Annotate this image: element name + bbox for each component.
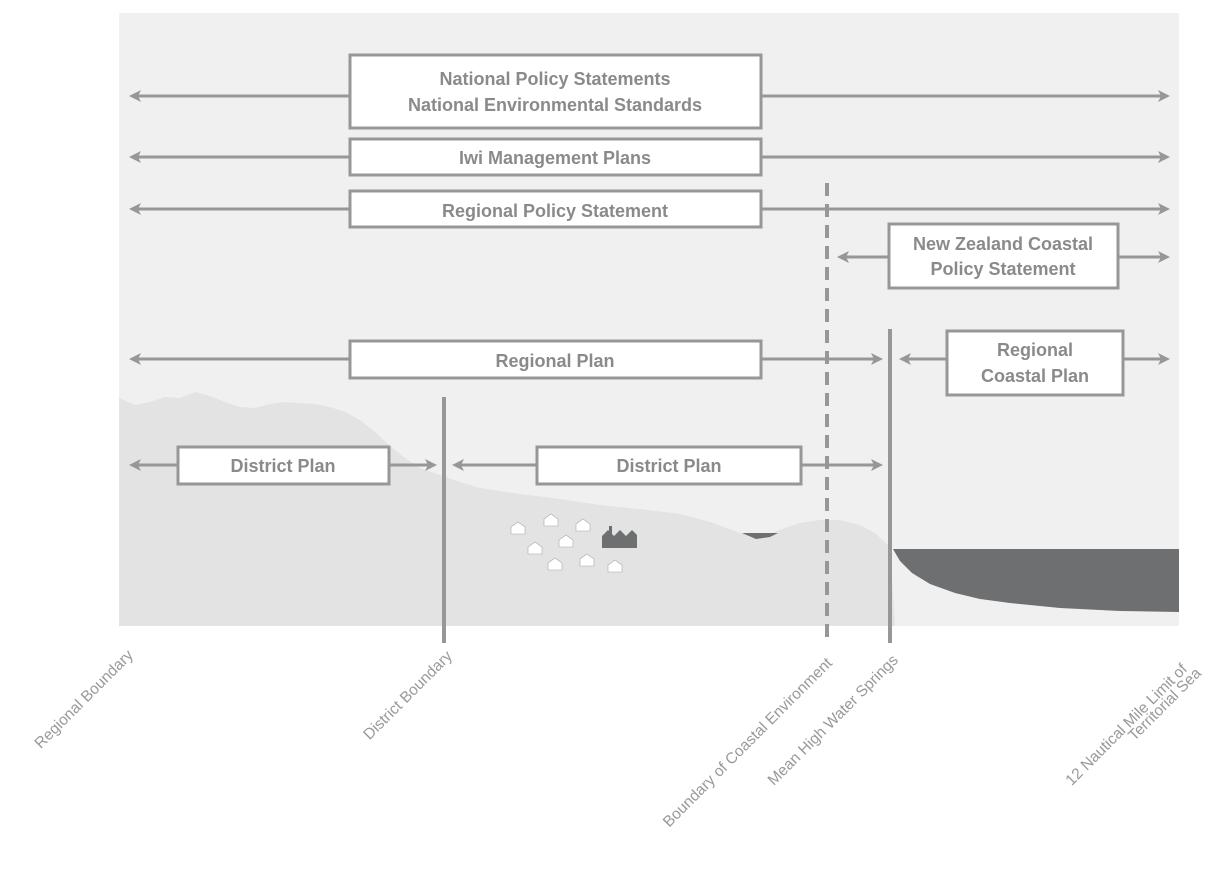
sea-area <box>893 549 1179 612</box>
boundary-labels: Regional Boundary District Boundary Boun… <box>32 647 1206 831</box>
iwi-management-label: Iwi Management Plans <box>459 148 651 168</box>
house-icon <box>510 521 526 535</box>
house-icon-group <box>510 513 623 573</box>
factory-icon <box>602 526 637 548</box>
territorial-sea-label-line1: 12 Nautical Mile Limit of <box>1062 660 1191 789</box>
regional-coastal-plan-label-line1: Regional <box>997 340 1073 360</box>
national-policy-label: National Policy Statements <box>439 69 670 89</box>
nzcps-label-line1: New Zealand Coastal <box>913 234 1093 254</box>
nzcps-box: New Zealand Coastal Policy Statement <box>887 222 1120 290</box>
national-standards-label: National Environmental Standards <box>408 95 702 115</box>
regional-coastal-plan-label-line2: Coastal Plan <box>981 366 1089 386</box>
district-plan-left-box: District Plan <box>176 445 391 486</box>
district-plan-right-box: District Plan <box>535 445 803 486</box>
district-boundary-label: District Boundary <box>360 648 456 744</box>
regional-policy-statement-box: Regional Policy Statement <box>348 189 763 229</box>
house-icon <box>575 518 591 532</box>
nzcps-label-line2: Policy Statement <box>930 259 1075 279</box>
national-policy-box: National Policy Statements National Envi… <box>348 53 763 130</box>
house-icon <box>547 557 563 571</box>
regional-plan-box: Regional Plan <box>348 339 763 380</box>
regional-plan-label: Regional Plan <box>495 351 614 371</box>
house-icon <box>607 559 623 573</box>
iwi-management-box: Iwi Management Plans <box>348 137 763 177</box>
regional-boundary-label: Regional Boundary <box>32 647 137 752</box>
house-icon <box>543 513 559 527</box>
house-icon <box>558 534 574 548</box>
district-plan-right-label: District Plan <box>616 456 721 476</box>
house-icon <box>527 541 543 555</box>
regional-policy-statement-label: Regional Policy Statement <box>442 201 668 221</box>
regional-coastal-plan-box: Regional Coastal Plan <box>945 329 1125 397</box>
house-icon <box>579 553 595 567</box>
inlet-water <box>742 533 778 539</box>
mhws-label: Mean High Water Springs <box>765 652 902 789</box>
district-plan-left-label: District Plan <box>230 456 335 476</box>
